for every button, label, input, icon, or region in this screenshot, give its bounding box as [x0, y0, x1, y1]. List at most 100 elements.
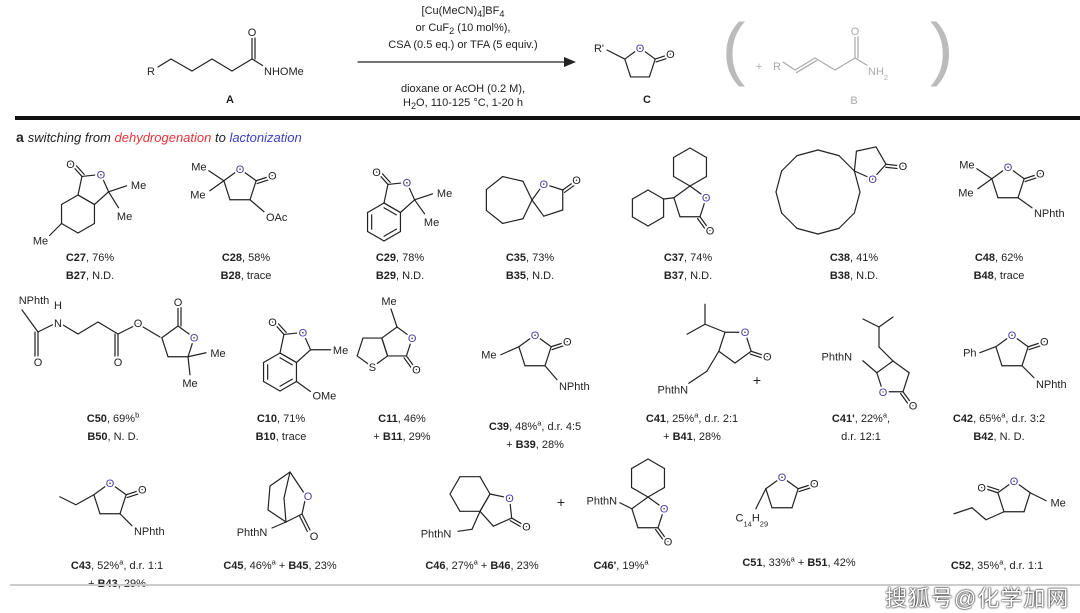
bond	[256, 177, 274, 185]
caption-line: B35, N.D.	[506, 270, 554, 283]
atom-label: NPhth	[1034, 208, 1065, 220]
bond	[885, 166, 904, 170]
atom-label: O	[34, 357, 43, 369]
compound-id: B10	[255, 431, 276, 443]
bond	[797, 482, 815, 490]
bond	[93, 191, 110, 206]
bond	[853, 150, 858, 172]
bond	[383, 202, 402, 214]
ring-oxygen: O	[778, 472, 787, 484]
bond	[500, 346, 520, 356]
methyl-label: Me	[381, 296, 396, 308]
atom-label: PhthN	[658, 384, 689, 396]
atom-label: H	[54, 300, 62, 312]
bond	[399, 199, 416, 214]
caption-line: C46, 27%a + B46, 23%	[425, 558, 538, 573]
caption-text: b	[135, 410, 140, 420]
bond	[699, 197, 707, 218]
bond	[406, 181, 416, 201]
bond	[137, 323, 161, 338]
caption-line: C10, 71%	[256, 413, 307, 426]
bond	[126, 491, 144, 499]
ring-oxygen: O	[1008, 330, 1017, 342]
bond	[457, 528, 473, 532]
caption-text: 4	[477, 9, 483, 20]
caption-text: , N.D.	[86, 270, 115, 282]
carbonyl-oxygen: O	[372, 167, 381, 179]
caption-text: , 73%	[526, 252, 555, 264]
caption-text: , d.r. 2:1	[698, 413, 739, 425]
caption-text: , 48%	[509, 421, 538, 433]
caption-line: + B41, 28%	[646, 431, 738, 444]
ring-oxygen: O	[505, 493, 514, 505]
bond	[518, 334, 536, 348]
carbonyl-oxygen: O	[664, 537, 673, 549]
bond	[1017, 197, 1033, 209]
bond	[267, 485, 271, 511]
bond	[59, 496, 77, 506]
bond	[624, 58, 632, 78]
caption-line: B38, N.D.	[830, 270, 878, 283]
caption-text: , trace	[275, 431, 307, 443]
bond	[413, 199, 426, 215]
caption-line: B37, N.D.	[664, 270, 712, 283]
caption-text: a	[694, 410, 699, 420]
atom-label: Me	[117, 211, 132, 223]
plus-sign: +	[756, 61, 762, 73]
caption-text: ,	[887, 413, 891, 425]
bond	[791, 488, 799, 509]
bond	[796, 227, 819, 235]
bond	[239, 168, 257, 182]
caption-C46p: C46', 19%a	[593, 558, 648, 573]
caption-text: , 69%	[106, 413, 136, 425]
caption-text: ]BF	[482, 5, 500, 17]
caption-text: , 74%	[684, 252, 713, 264]
bond	[1029, 492, 1047, 502]
bond	[125, 488, 143, 496]
bond	[834, 57, 856, 71]
plus-sign: +	[753, 372, 761, 388]
bond	[283, 471, 291, 499]
bond	[654, 53, 672, 60]
carbonyl-oxygen: O	[851, 26, 860, 38]
bond	[765, 488, 773, 509]
bond	[648, 58, 656, 78]
bond	[295, 380, 312, 393]
bond	[997, 480, 1015, 494]
carbonyl-oxygen: O	[763, 352, 772, 364]
bond	[508, 497, 513, 519]
bond	[279, 378, 293, 387]
carbonyl-oxygen: O	[268, 170, 277, 182]
bond	[995, 346, 1003, 367]
bond	[854, 57, 871, 68]
atom-label-part: 2	[884, 73, 888, 82]
caption-line: B48, trace	[974, 270, 1025, 283]
caption-text: a	[999, 557, 1004, 567]
bond	[485, 209, 504, 224]
bond	[673, 197, 681, 218]
bond	[509, 520, 526, 530]
compound-id: C11	[378, 413, 398, 425]
bond	[755, 488, 767, 510]
caption-text: , 46%	[243, 560, 272, 572]
bond	[255, 174, 273, 182]
bond	[543, 209, 564, 217]
bond	[892, 360, 910, 374]
bond	[93, 494, 101, 515]
ring-oxygen: O	[531, 330, 540, 342]
condition-line: [Cu(MeCN)4]BF4	[388, 4, 537, 21]
bond	[985, 511, 1005, 521]
bond	[696, 217, 709, 233]
caption-text: , trace	[993, 270, 1025, 282]
caption-text: , 62%	[995, 252, 1024, 264]
caption-text: (10 mol%),	[454, 22, 511, 35]
ring-oxygen: O	[304, 491, 313, 503]
bond	[647, 216, 665, 227]
carbonyl-oxygen: O	[66, 159, 75, 171]
bond	[77, 194, 96, 206]
bond	[689, 147, 708, 159]
bond	[271, 321, 285, 336]
bond	[75, 494, 95, 506]
bond	[534, 334, 552, 348]
bond	[647, 189, 665, 200]
